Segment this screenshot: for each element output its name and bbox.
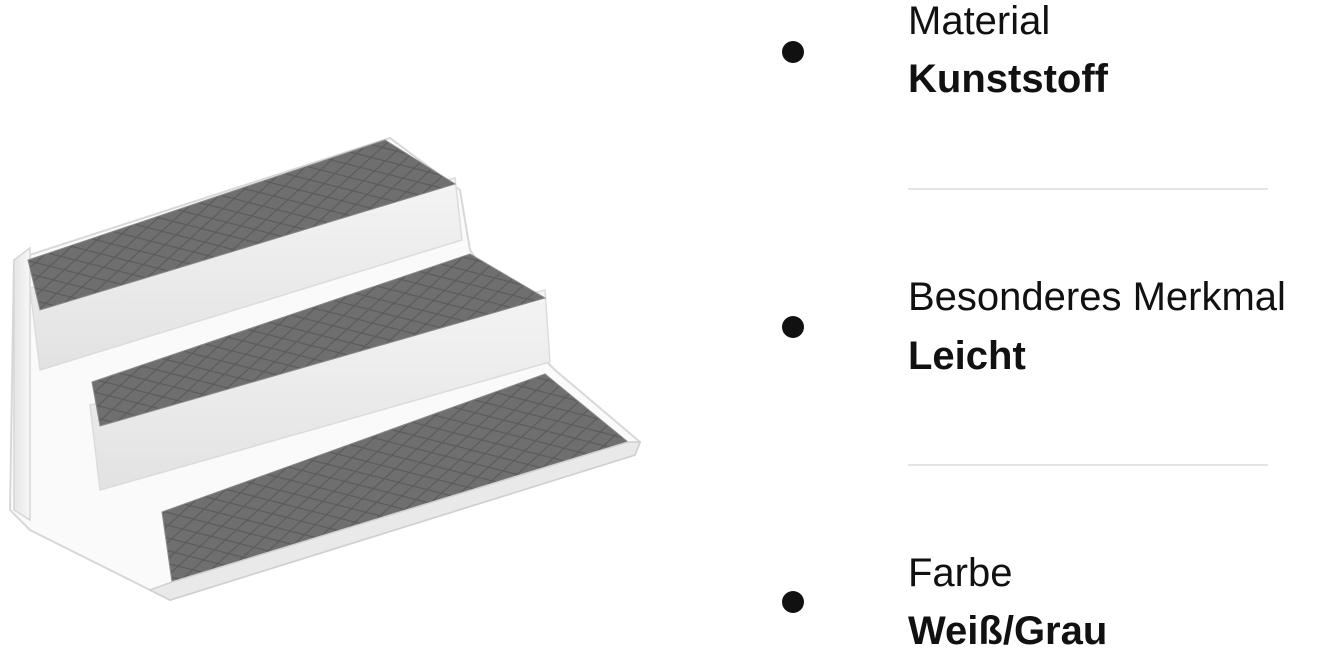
feature-label: Material xyxy=(908,0,1051,43)
divider xyxy=(908,188,1268,190)
feature-list: Material Kunststoff Besonderes Merkmal L… xyxy=(770,0,1334,656)
feature-value: Kunststoff xyxy=(908,57,1108,101)
feature-value: Weiß/Grau xyxy=(908,609,1108,653)
bullet-icon xyxy=(782,591,804,613)
feature-value: Leicht xyxy=(908,334,1026,378)
spice-rack-illustration xyxy=(8,136,642,602)
product-image xyxy=(0,120,660,610)
bullet-icon xyxy=(782,41,804,63)
bullet-icon xyxy=(782,316,804,338)
feature-label: Farbe xyxy=(908,551,1013,595)
divider xyxy=(908,464,1268,466)
feature-label: Besonderes Merkmal xyxy=(908,275,1286,319)
